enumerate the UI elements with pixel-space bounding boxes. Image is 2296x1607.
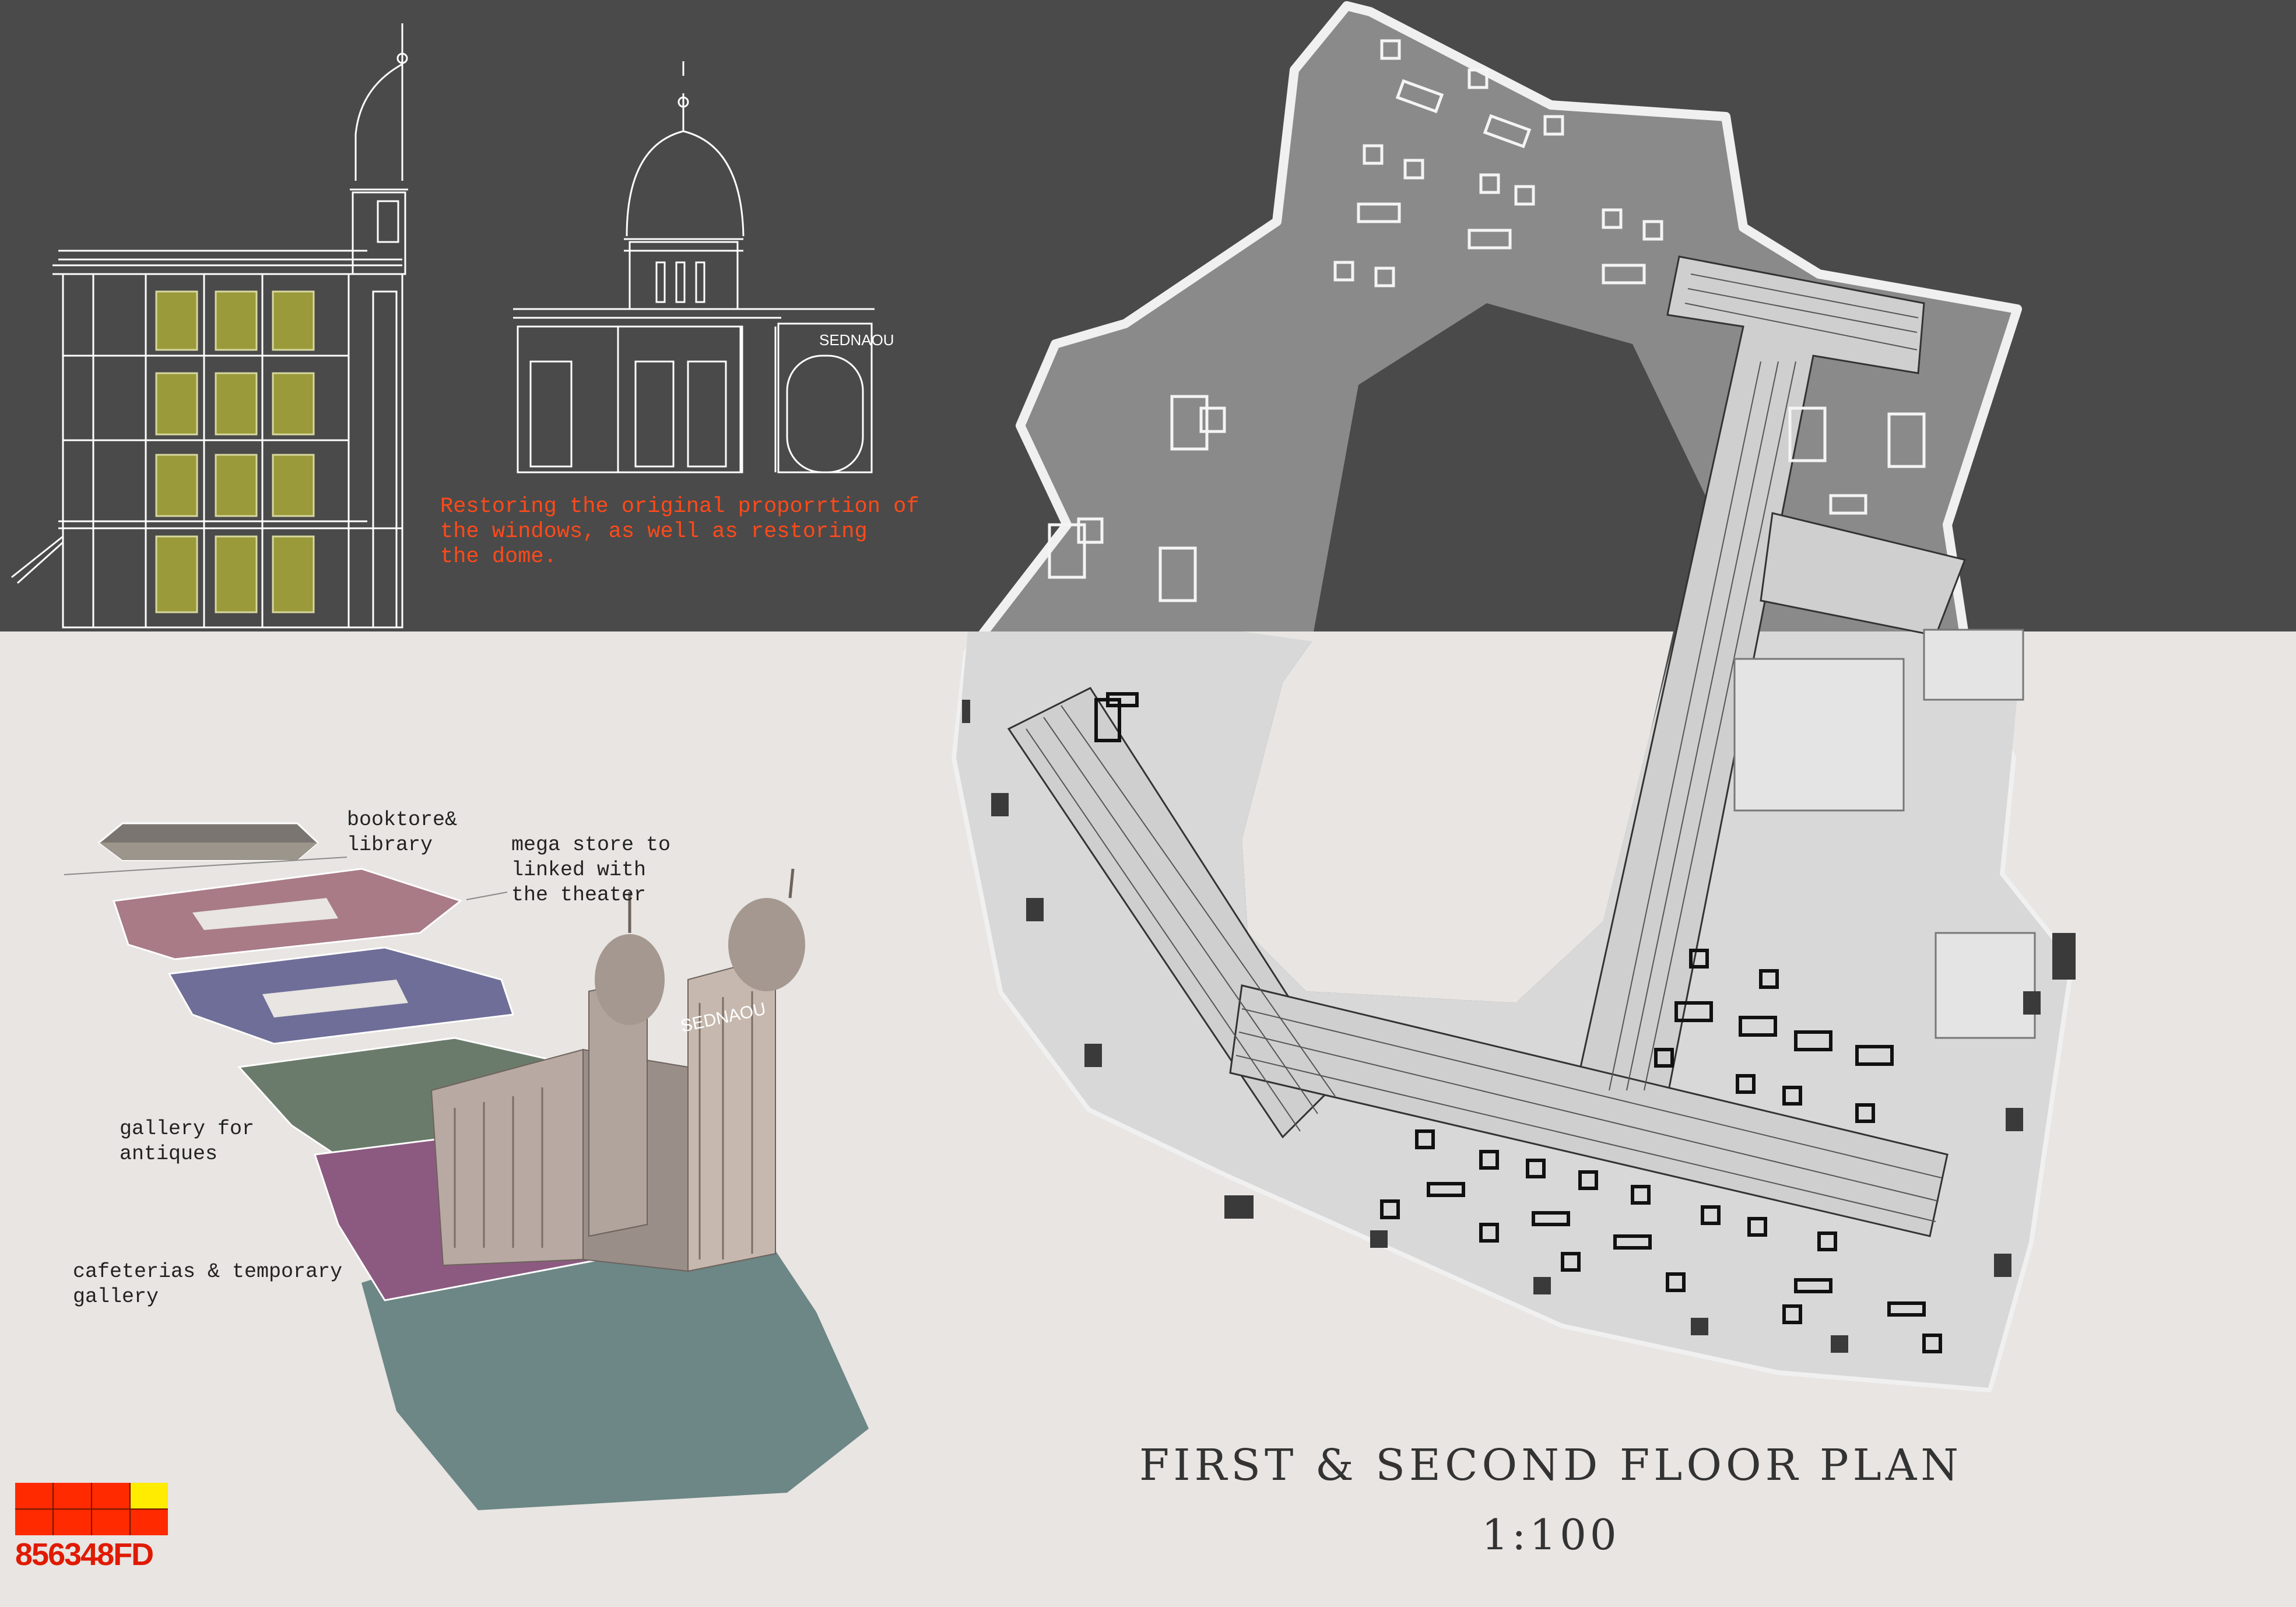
level-label-megastore: mega store to linked with the theater — [511, 833, 671, 907]
right-elevation — [513, 61, 875, 473]
restored-windows — [155, 290, 315, 613]
plan-title: FIRST & SECOND FLOOR PLAN — [1139, 1440, 1963, 1490]
student-id-logo: 856348FD — [15, 1483, 168, 1572]
level-label-cafeteria: cafeterias & temporary gallery — [73, 1260, 343, 1308]
wall-piers — [962, 700, 2076, 1353]
building-model: SEDNAOU — [430, 868, 805, 1272]
ramp-hatching — [1026, 273, 1942, 1222]
elevation-note: Restoring the original proporrtion of th… — [440, 494, 919, 569]
model-shadow — [361, 1213, 869, 1510]
logo-code: 856348FD — [15, 1537, 154, 1572]
furniture-top — [1048, 39, 1926, 602]
logo-grid — [15, 1483, 168, 1535]
level-label-antiques: gallery for antiques — [120, 1117, 255, 1166]
service-core — [1733, 629, 2036, 1039]
furniture-bottom — [1094, 692, 1942, 1353]
plan-scale: 1:100 — [1481, 1510, 1620, 1559]
storefront-sign: SEDNAOU — [819, 331, 894, 349]
level-label-bookstore: booktore& library — [347, 808, 458, 857]
left-elevation — [11, 23, 408, 629]
